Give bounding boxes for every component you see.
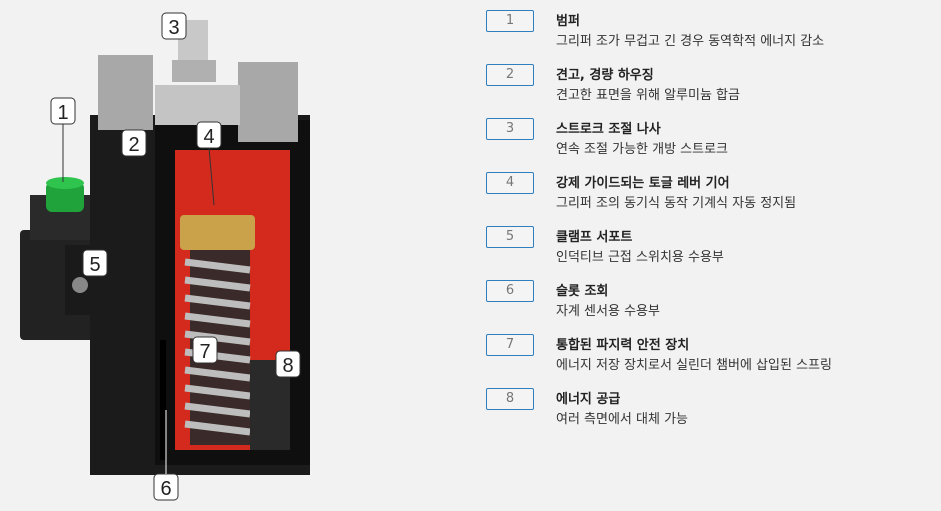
- legend-number-button[interactable]: 8: [486, 388, 534, 410]
- legend-item: 2 견고, 경량 하우징 견고한 표면을 위해 알루미늄 합금: [486, 64, 936, 118]
- callout-8: 8: [275, 350, 301, 378]
- legend-title: 클램프 서포트: [556, 230, 633, 245]
- gripper-jaw-right: [238, 62, 298, 142]
- callout-6: 6: [153, 410, 179, 501]
- legend-title: 범퍼: [556, 14, 580, 29]
- legend-item: 7 통합된 파지력 안전 장치 에너지 저장 장치로서 실린더 챔버에 삽입된 …: [486, 334, 936, 388]
- gripper-jaw-left: [98, 55, 153, 130]
- svg-text:4: 4: [203, 126, 214, 148]
- svg-text:7: 7: [199, 341, 210, 363]
- legend-number-button[interactable]: 1: [486, 10, 534, 32]
- legend-title: 견고, 경량 하우징: [556, 68, 654, 83]
- legend-description: 인덕티브 근접 스위치용 수용부: [556, 250, 724, 265]
- legend-description: 여러 측면에서 대체 가능: [556, 412, 688, 427]
- legend-description: 견고한 표면을 위해 알루미늄 합금: [556, 88, 740, 103]
- legend-description: 연속 조절 가능한 개방 스트로크: [556, 142, 729, 157]
- callout-1: 1: [50, 97, 76, 182]
- legend-item: 3 스트로크 조절 나사 연속 조절 가능한 개방 스트로크: [486, 118, 936, 172]
- legend-item: 5 클램프 서포트 인덕티브 근접 스위치용 수용부: [486, 226, 936, 280]
- legend-description: 에너지 저장 장치로서 실린더 챔버에 삽입된 스프링: [556, 358, 832, 373]
- callout-4: 4: [196, 121, 222, 206]
- legend-description: 자계 센서용 수용부: [556, 304, 660, 319]
- callout-5: 5: [82, 249, 108, 277]
- legend-number-button[interactable]: 4: [486, 172, 534, 194]
- svg-text:5: 5: [89, 254, 100, 276]
- callout-3: 3: [161, 12, 187, 40]
- legend-item: 6 슬롯 조회 자계 센서용 수용부: [486, 280, 936, 334]
- legend-number-button[interactable]: 7: [486, 334, 534, 356]
- legend-item: 8 에너지 공급 여러 측면에서 대체 가능: [486, 388, 936, 442]
- gripper-cutaway-illustration: 1 2 3 4 5 6 7 8: [20, 12, 310, 501]
- legend-description: 그리퍼 조의 동기식 동작 기계식 자동 정지됨: [556, 196, 797, 211]
- legend-title: 강제 가이드되는 토글 레버 기어: [556, 176, 730, 191]
- legend-title: 통합된 파지력 안전 장치: [556, 338, 690, 353]
- callout-2: 2: [121, 129, 147, 157]
- svg-text:3: 3: [168, 17, 179, 39]
- sensor-slot: [160, 340, 166, 460]
- legend-item: 1 범퍼 그리퍼 조가 무겁고 긴 경우 동역학적 에너지 감소: [486, 10, 936, 64]
- legend-item: 4 강제 가이드되는 토글 레버 기어 그리퍼 조의 동기식 동작 기계식 자동…: [486, 172, 936, 226]
- piston: [180, 215, 255, 250]
- legend-title: 슬롯 조회: [556, 284, 609, 299]
- legend-number-button[interactable]: 3: [486, 118, 534, 140]
- legend-number-button[interactable]: 2: [486, 64, 534, 86]
- legend-title: 에너지 공급: [556, 392, 621, 407]
- legend-number-button[interactable]: 5: [486, 226, 534, 248]
- legend-description: 그리퍼 조가 무겁고 긴 경우 동역학적 에너지 감소: [556, 34, 825, 49]
- svg-text:1: 1: [57, 102, 68, 124]
- svg-text:6: 6: [160, 478, 171, 500]
- callout-7: 7: [192, 336, 218, 364]
- legend-number-button[interactable]: 6: [486, 280, 534, 302]
- legend-title: 스트로크 조절 나사: [556, 122, 661, 137]
- svg-text:2: 2: [128, 134, 139, 156]
- bumper: [46, 182, 84, 212]
- svg-text:8: 8: [282, 355, 293, 377]
